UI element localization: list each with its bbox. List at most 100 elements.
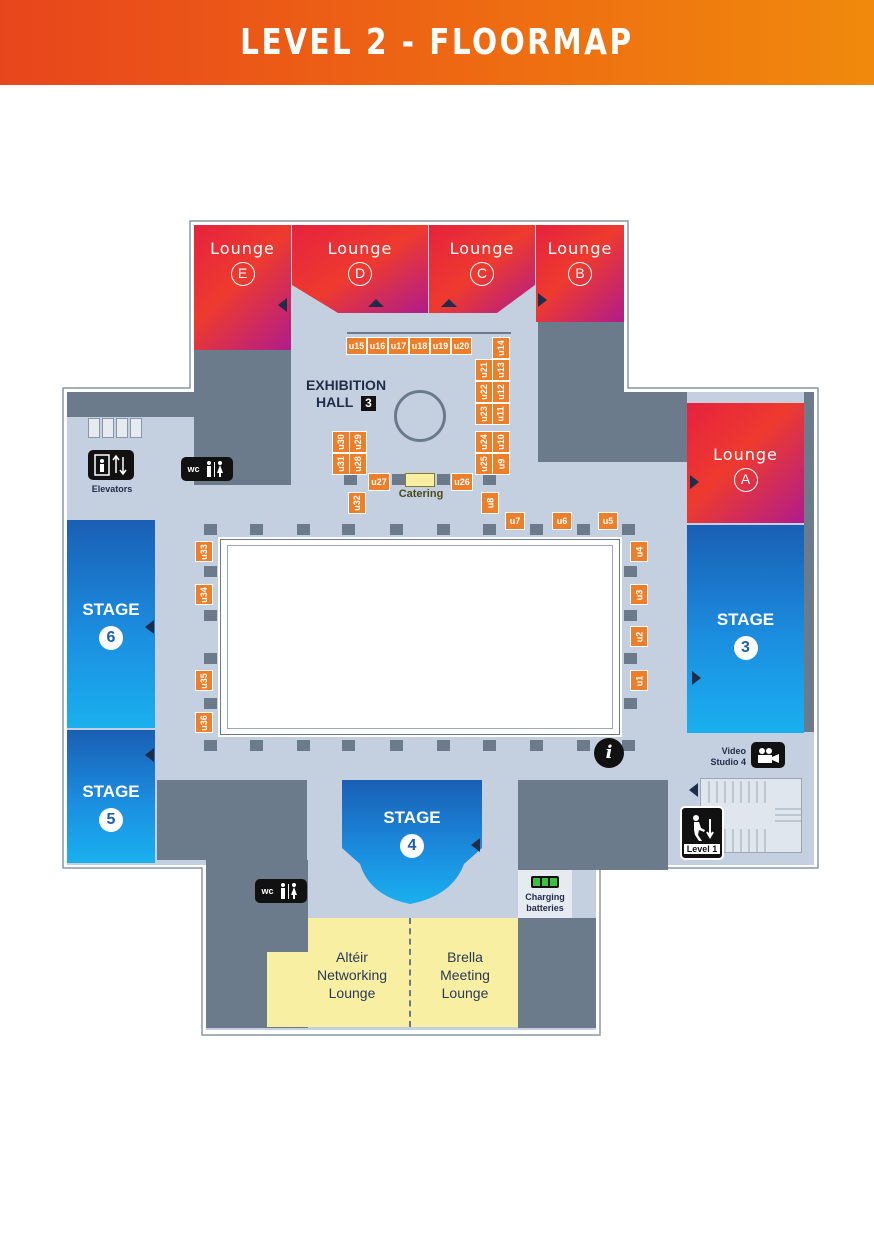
lounge-a[interactable]: Lounge A [687, 403, 804, 523]
altair-area-lower [267, 952, 410, 1027]
lounge-e-letter: E [230, 262, 255, 286]
booth-u15[interactable]: u15 [346, 337, 367, 355]
booth-u8[interactable]: u8 [481, 492, 499, 514]
info-icon[interactable]: i [594, 738, 624, 768]
lounge-c-entrance-icon [441, 299, 457, 307]
charging-station[interactable]: Charging batteries [518, 870, 572, 918]
booth-u27[interactable]: u27 [368, 473, 390, 491]
lounge-b-letter: B [568, 262, 592, 286]
elevator-doors [88, 418, 142, 438]
stage-5-number: 5 [99, 808, 123, 832]
exhibition-line1: EXHIBITION [305, 377, 387, 393]
video-studio-line2: Studio 4 [710, 757, 747, 767]
stairs-down-icon [693, 814, 714, 841]
lounge-b-label: Lounge [547, 239, 613, 258]
booth-u31[interactable]: u31 [332, 453, 350, 475]
wc-south[interactable]: wc [255, 879, 307, 903]
stage-4[interactable]: STAGE 4 [340, 778, 484, 898]
video-studio-label: Video Studio 4 [698, 746, 747, 768]
altair-line1: Altéir [336, 949, 368, 965]
brella-line3: Lounge [441, 985, 489, 1001]
stage-6-label: STAGE [82, 600, 140, 619]
exhibition-hall-ring-icon [394, 390, 446, 442]
booth-u22[interactable]: u22 [475, 381, 493, 403]
lounge-c-letter: C [470, 262, 494, 286]
restroom-icon [206, 461, 223, 477]
booth-u24[interactable]: u24 [475, 431, 493, 453]
booth-u36[interactable]: u36 [195, 712, 213, 733]
booth-u17[interactable]: u17 [388, 337, 409, 355]
lounge-d-letter: D [348, 262, 372, 286]
lounge-e-label: Lounge [210, 239, 275, 258]
booth-u18[interactable]: u18 [409, 337, 430, 355]
stage-5[interactable]: STAGE 5 [67, 730, 155, 863]
booth-u26[interactable]: u26 [451, 473, 473, 491]
altair-networking-lounge[interactable]: Altéir Networking Lounge [300, 948, 404, 1002]
dark-area-w [67, 392, 194, 417]
brella-area [410, 918, 518, 1027]
exhibition-line2: HALL [316, 394, 354, 410]
dark-area-e [624, 392, 687, 462]
video-camera-icon[interactable] [751, 742, 785, 768]
stage-6-number: 6 [99, 626, 123, 650]
lounge-b[interactable]: Lounge B [536, 225, 624, 322]
level1-stairs-button[interactable]: Level 1 [680, 806, 724, 860]
elevator-icon[interactable] [88, 450, 134, 480]
restroom-icon [280, 883, 297, 899]
stage-3[interactable]: STAGE 3 [687, 525, 804, 733]
video-studio-line1: Video [721, 746, 746, 756]
booth-u35[interactable]: u35 [195, 670, 213, 691]
booth-u10[interactable]: u10 [492, 431, 510, 453]
battery-icon [531, 876, 559, 888]
booth-u9[interactable]: u9 [492, 453, 510, 475]
wc-south-label: wc [261, 886, 274, 896]
stage-3-label: STAGE [716, 610, 775, 629]
lounge-e-entrance-icon [278, 298, 287, 312]
booth-u4[interactable]: u4 [630, 541, 648, 562]
booth-u19[interactable]: u19 [430, 337, 451, 355]
booth-u21[interactable]: u21 [475, 359, 493, 381]
booth-u25[interactable]: u25 [475, 453, 493, 475]
booth-u23[interactable]: u23 [475, 403, 493, 425]
lounge-a-entrance-icon [690, 475, 699, 489]
stage-6[interactable]: STAGE 6 [67, 520, 155, 728]
booth-u2[interactable]: u2 [630, 626, 648, 647]
lounge-b-entrance-icon [538, 293, 547, 307]
wc-north[interactable]: wc [181, 457, 233, 481]
main-hall-area [218, 537, 622, 737]
booth-u1[interactable]: u1 [630, 670, 648, 691]
lounge-a-letter: A [733, 468, 758, 492]
header-bar: LEVEL 2 - FLOORMAP [0, 0, 874, 85]
booth-u14[interactable]: u14 [492, 337, 510, 359]
lounge-c-label: Lounge [449, 239, 515, 258]
altair-line3: Lounge [328, 985, 376, 1001]
booth-u30[interactable]: u30 [332, 431, 350, 453]
booth-u11[interactable]: u11 [492, 403, 510, 425]
booth-u6[interactable]: u6 [552, 512, 572, 530]
booth-u3[interactable]: u3 [630, 584, 648, 605]
stage-4-number: 4 [400, 834, 424, 858]
lounge-d[interactable]: Lounge D [292, 225, 428, 315]
booth-u28[interactable]: u28 [349, 453, 367, 475]
booth-u33[interactable]: u33 [195, 541, 213, 562]
booth-u20[interactable]: u20 [451, 337, 472, 355]
catering-counter [405, 473, 435, 487]
booth-u29[interactable]: u29 [349, 431, 367, 453]
elevators-label: Elevators [91, 484, 133, 494]
booth-u13[interactable]: u13 [492, 359, 510, 381]
catering-label: Catering [398, 488, 444, 500]
lounge-e[interactable]: Lounge E [194, 225, 291, 350]
stage-4-entrance-icon [471, 838, 480, 852]
lounge-c[interactable]: Lounge C [429, 225, 535, 315]
stage-6-entrance-icon [145, 620, 154, 634]
booth-u12[interactable]: u12 [492, 381, 510, 403]
booth-u34[interactable]: u34 [195, 584, 213, 605]
booth-u5[interactable]: u5 [598, 512, 618, 530]
booth-u7[interactable]: u7 [505, 512, 525, 530]
level1-label: Level 1 [683, 843, 721, 854]
charging-line2: batteries [526, 903, 564, 913]
booth-u32[interactable]: u32 [348, 492, 366, 514]
altair-area-upper [308, 918, 410, 958]
brella-meeting-lounge[interactable]: Brella Meeting Lounge [414, 948, 516, 1002]
booth-u16[interactable]: u16 [367, 337, 388, 355]
